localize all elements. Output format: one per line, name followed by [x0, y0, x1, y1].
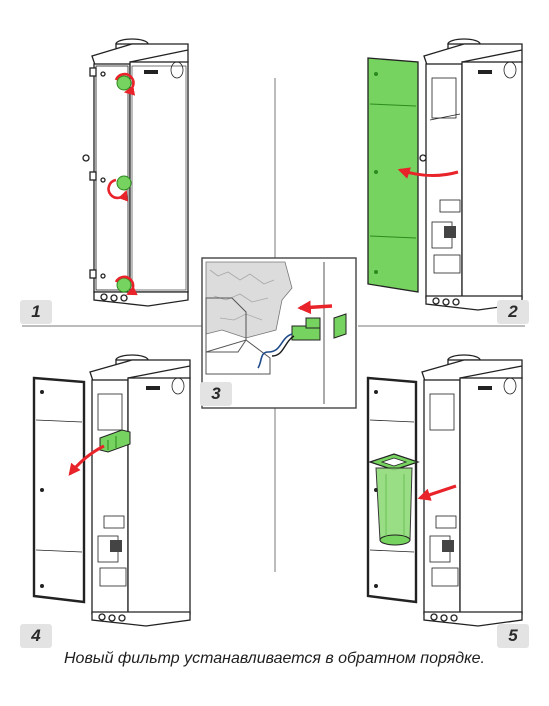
remove-door-arrow	[397, 167, 459, 179]
unit-closed	[82, 38, 189, 307]
rotate-arrows	[107, 72, 138, 296]
step-number-2: 2	[497, 300, 529, 324]
unit-open-step2	[419, 38, 523, 311]
door-panel-green	[367, 57, 419, 293]
instruction-caption: Новый фильтр устанавливается в обратном …	[63, 650, 485, 667]
divider-lines	[22, 78, 525, 572]
step-number-3: 3	[200, 382, 232, 406]
filter-clamp-green	[99, 429, 131, 453]
step-number-1: 1	[20, 300, 52, 324]
step-number-4: 4	[20, 624, 52, 648]
door-panel-removed	[32, 376, 86, 604]
pull-filter-arrow	[417, 484, 457, 501]
filter-cartridge-green	[368, 453, 420, 546]
unit-open-step5	[421, 354, 523, 627]
disconnect-arrow	[297, 300, 333, 315]
step-number-5: 5	[497, 624, 529, 648]
screw-highlights	[116, 75, 132, 293]
pull-clamp-arrow	[68, 444, 105, 476]
unit-open-step4	[89, 354, 191, 627]
